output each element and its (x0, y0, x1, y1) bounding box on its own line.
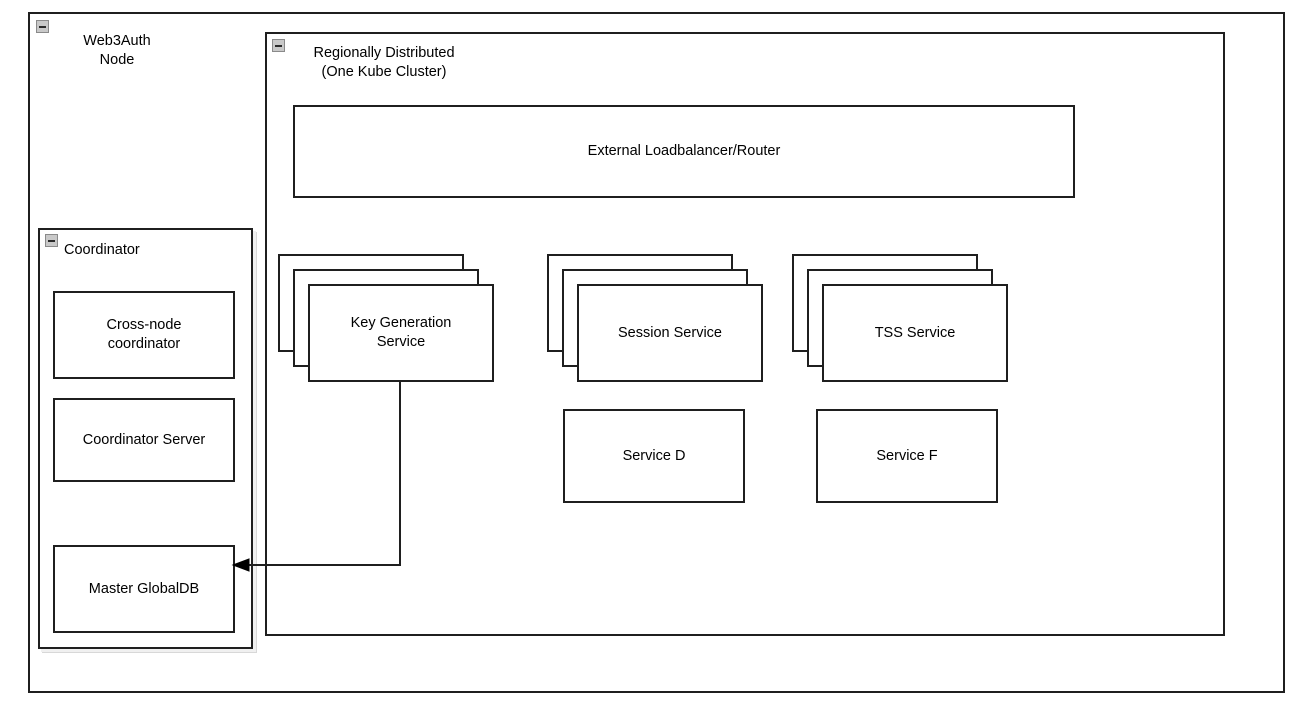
session-service-box[interactable]: Session Service (577, 284, 763, 382)
master-globaldb-box[interactable]: Master GlobalDB (53, 545, 235, 633)
coordinator-title: Coordinator (64, 242, 140, 258)
key-generation-service-box[interactable]: Key Generation Service (308, 284, 494, 382)
service-f-box[interactable]: Service F (816, 409, 998, 503)
web3auth-node-title-line1: Web3Auth (83, 33, 151, 49)
external-loadbalancer-router-box[interactable]: External Loadbalancer/Router (293, 105, 1075, 198)
service-d-box[interactable]: Service D (563, 409, 745, 503)
cluster-title-line1: Regionally Distributed (313, 45, 455, 61)
key-generation-service-stack[interactable]: Key Generation Service (278, 254, 494, 382)
cluster-title: Regionally Distributed (One Kube Cluster) (288, 44, 480, 82)
coordinator-collapse-minus-icon[interactable] (45, 234, 58, 247)
coordinator-server-box[interactable]: Coordinator Server (53, 398, 235, 482)
web3auth-node-collapse-minus-icon[interactable] (36, 20, 49, 33)
web3auth-node-title-line2: Node (99, 52, 135, 68)
cross-node-coordinator-box[interactable]: Cross-node coordinator (53, 291, 235, 379)
cluster-title-line2: (One Kube Cluster) (321, 64, 447, 80)
session-service-stack[interactable]: Session Service (547, 254, 763, 382)
tss-service-box[interactable]: TSS Service (822, 284, 1008, 382)
cluster-collapse-minus-icon[interactable] (272, 39, 285, 52)
tss-service-stack[interactable]: TSS Service (792, 254, 1008, 382)
